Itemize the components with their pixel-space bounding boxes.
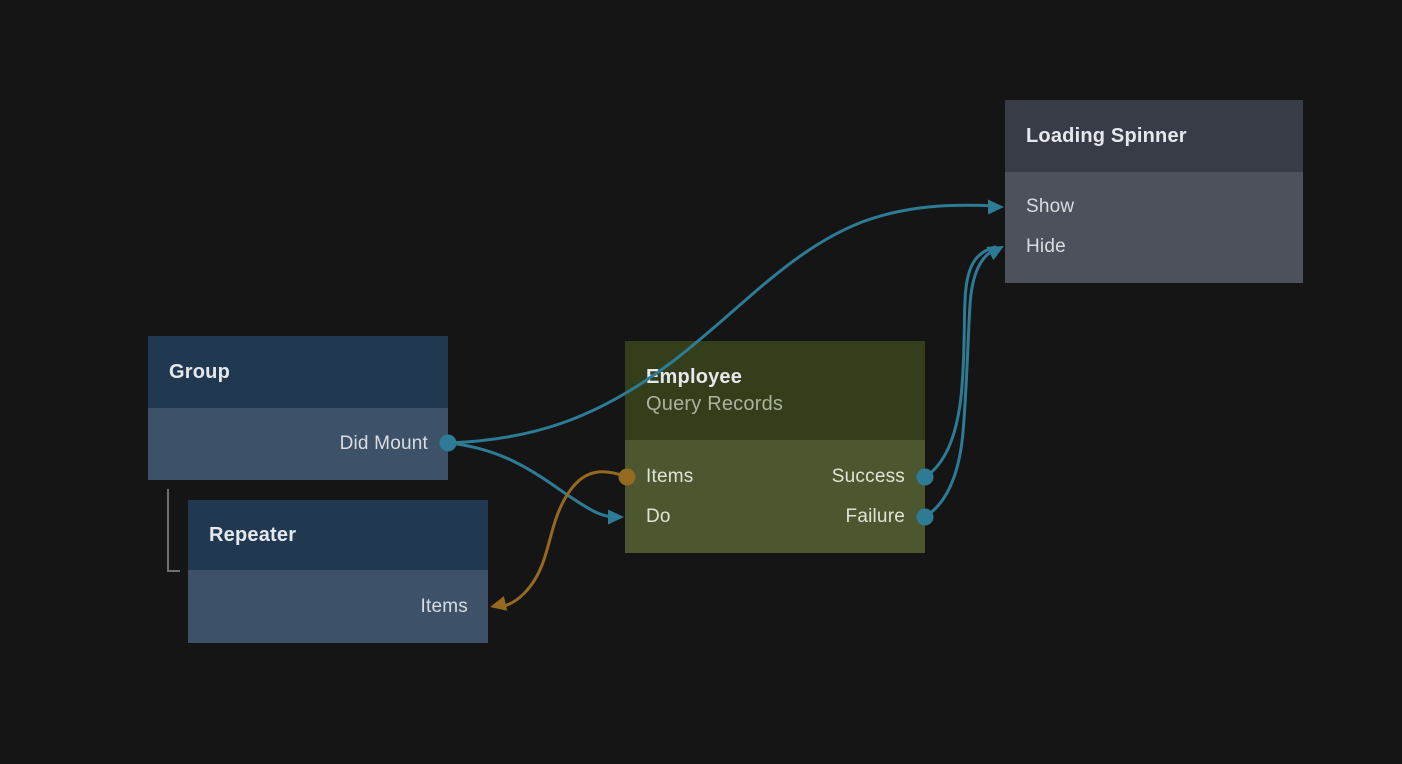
port-label-show: Show [1026, 196, 1075, 217]
arrowhead-do-input [608, 509, 624, 525]
node-repeater-body: Items [188, 570, 488, 643]
port-label-did-mount: Did Mount [339, 433, 428, 454]
port-row-do-failure[interactable]: Do Failure [625, 497, 925, 537]
node-loading-spinner-title: Loading Spinner [1026, 124, 1187, 147]
node-repeater[interactable]: Repeater Items [188, 500, 488, 643]
port-label-success: Success [831, 466, 905, 487]
node-employee-query-records[interactable]: Employee Query Records Items Success Do … [625, 341, 925, 553]
node-repeater-title: Repeater [209, 523, 297, 546]
wire-success-to-hide[interactable] [923, 245, 997, 479]
port-label-items: Items [646, 466, 694, 487]
node-group[interactable]: Group Did Mount [148, 336, 448, 480]
port-row-items-success[interactable]: Items Success [625, 457, 925, 497]
port-row-hide[interactable]: Hide [1005, 227, 1303, 267]
port-label-hide: Hide [1026, 236, 1066, 257]
node-repeater-header[interactable]: Repeater [188, 500, 488, 570]
wire-employee-items-to-repeater-items[interactable] [498, 470, 629, 609]
port-row-show[interactable]: Show [1005, 187, 1303, 227]
node-loading-spinner-body: Show Hide [1005, 172, 1303, 283]
port-label-repeater-items: Items [420, 595, 468, 617]
node-group-header[interactable]: Group [148, 336, 448, 408]
wire-failure-to-hide[interactable] [923, 248, 997, 519]
hierarchy-line-group-repeater [167, 489, 180, 572]
node-group-title: Group [169, 360, 230, 383]
node-employee-body: Items Success Do Failure [625, 440, 925, 553]
node-employee-title: Employee [646, 365, 743, 388]
node-loading-spinner-header[interactable]: Loading Spinner [1005, 100, 1303, 172]
arrowhead-repeater-items-input [490, 596, 508, 611]
arrowhead-show-input [988, 199, 1004, 215]
node-employee-subtitle: Query Records [646, 392, 784, 415]
port-label-failure: Failure [845, 506, 905, 527]
port-row-did-mount[interactable]: Did Mount [148, 408, 448, 480]
node-group-body: Did Mount [148, 408, 448, 480]
port-label-do: Do [646, 506, 671, 527]
port-row-repeater-items[interactable]: Items [188, 570, 488, 643]
node-employee-header[interactable]: Employee Query Records [625, 341, 925, 440]
node-loading-spinner[interactable]: Loading Spinner Show Hide [1005, 100, 1303, 283]
